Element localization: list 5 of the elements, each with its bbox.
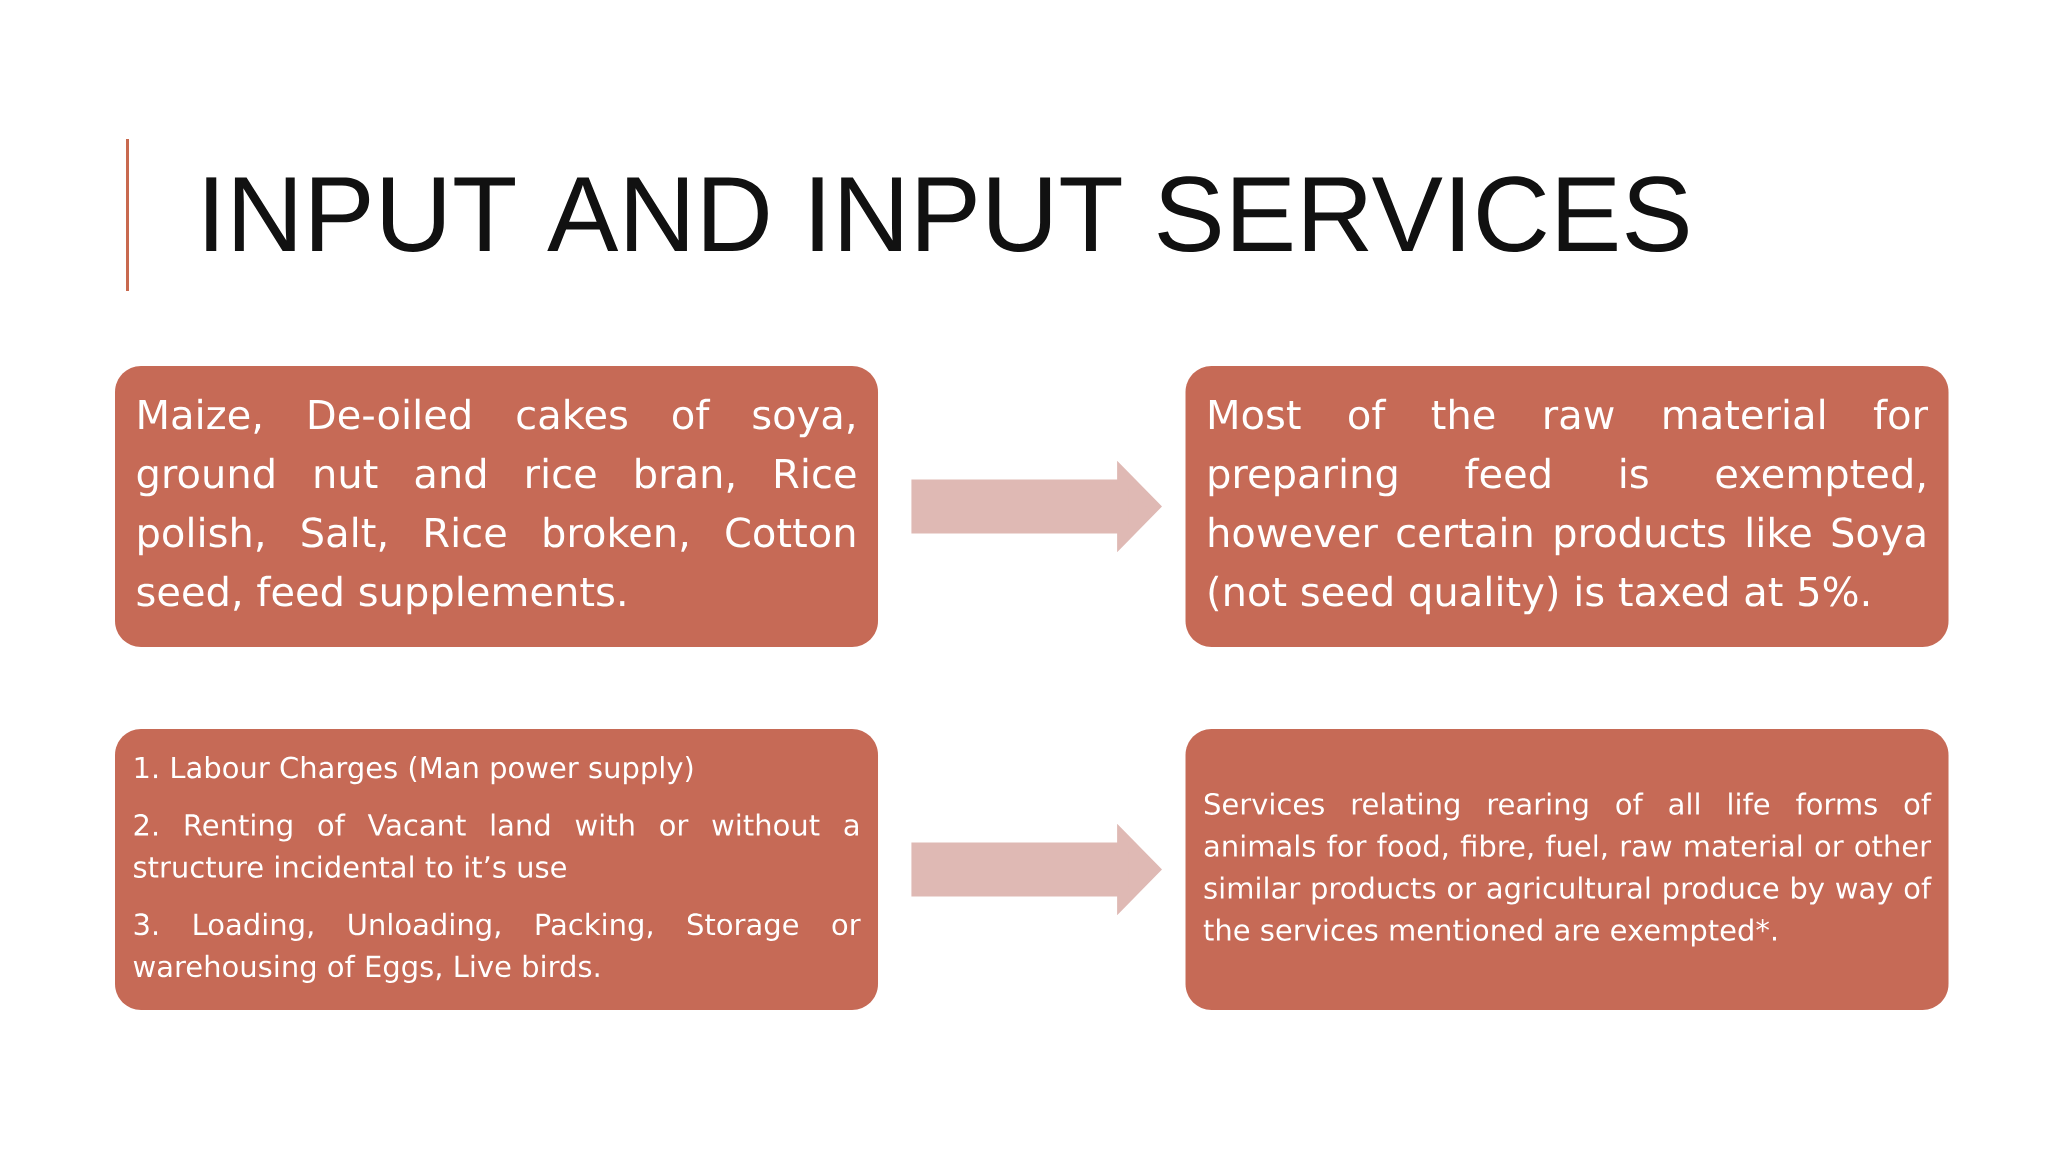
rounded-text-box: Maize, De-oiled cakes of soya, ground nut and rice bran, Rice polish, Salt, Rice broken, Cotton seed, feed supplements. xyxy=(115,366,878,647)
rounded-text-box: Services relating rearing of all life forms of animals for food, fibre, fuel, raw material or other similar products or agricultural produce by way of the services mentioned are exempted*. xyxy=(1185,729,1949,1010)
rounded-text-box: 1. Labour Charges (Man power supply) 2. Renting of Vacant land with or without a structure incidental to it’s use 3. Loading, Unloading, Packing, Storage or warehousing of Eggs, Live birds. xyxy=(115,729,878,1010)
slide-title: INPUT AND INPUT SERVICES xyxy=(206,176,1688,253)
rounded-text-box: Most of the raw material for preparing feed is exempted, however certain products like Soya (not seed quality) is taxed at 5%. xyxy=(1185,366,1949,647)
